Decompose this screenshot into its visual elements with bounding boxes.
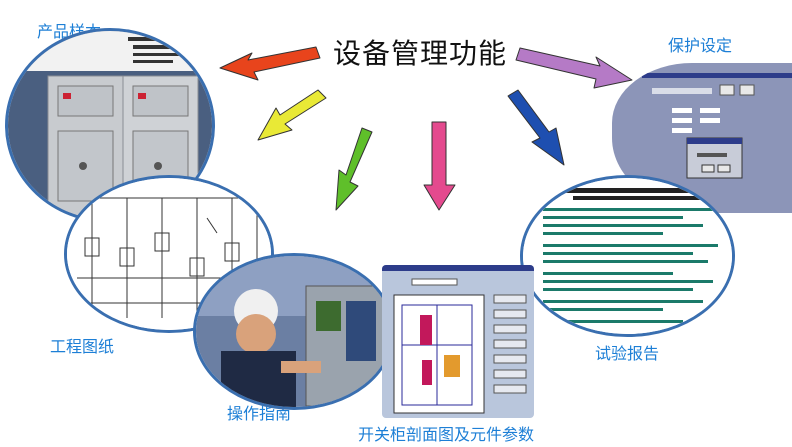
arrow-pink <box>423 121 456 211</box>
cabinet-section-image <box>382 265 534 418</box>
label-operation-guide: 操作指南 <box>227 404 292 423</box>
protection-setting-image <box>612 63 792 213</box>
arrow-red <box>219 46 321 81</box>
label-test-report: 试验报告 <box>595 344 660 363</box>
diagram-title: 设备管理功能 <box>333 37 508 70</box>
label-protection-setting: 保护设定 <box>668 36 733 55</box>
arrow-yellow <box>257 89 327 141</box>
arrow-purple <box>515 47 633 89</box>
arrow-green <box>335 127 373 211</box>
label-cabinet-section: 开关柜剖面图及元件参数 <box>358 425 535 444</box>
test-report-image <box>520 175 735 337</box>
arrow-blue <box>507 89 565 166</box>
operation-guide-image <box>193 253 395 410</box>
label-engineering-drawing: 工程图纸 <box>50 337 115 356</box>
